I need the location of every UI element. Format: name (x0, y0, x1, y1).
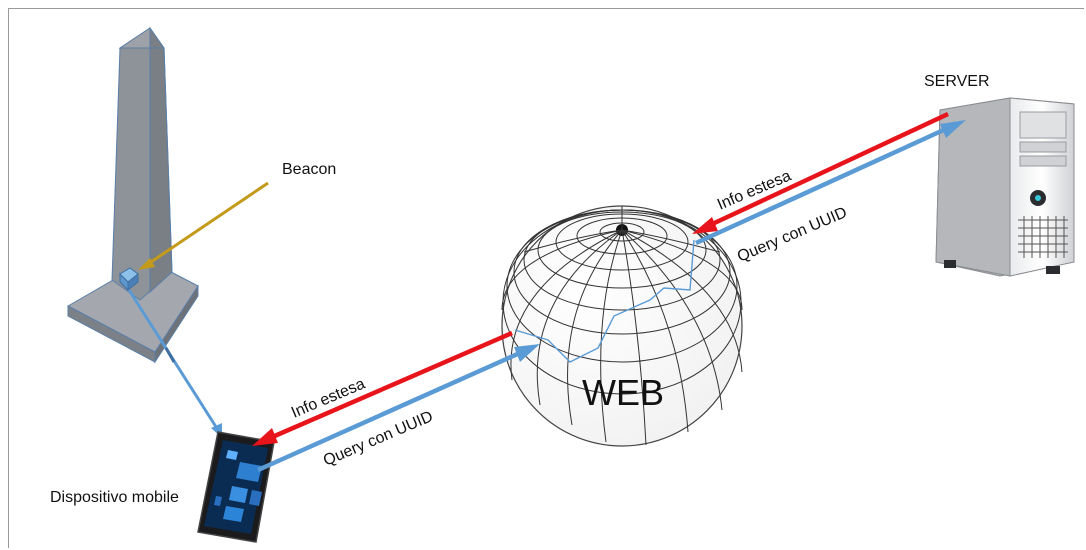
beacon-pointer-arrow (138, 181, 269, 270)
obelisk-icon (66, 26, 199, 364)
beacon-icon (119, 267, 139, 292)
beacon-label: Beacon (282, 161, 336, 178)
globe-icon (501, 205, 743, 447)
mobile-label: Dispositivo mobile (50, 489, 179, 506)
diagram-frame (8, 8, 1084, 548)
info-arrow-web-to-mobile (252, 330, 513, 446)
server-label: SERVER (924, 73, 990, 90)
info-arrow-server-to-web (692, 111, 949, 234)
query-label-right: Query con UUID (735, 204, 850, 266)
tablet-icon (197, 431, 275, 543)
query-arrow-mobile-to-web (257, 344, 540, 473)
server-icon (935, 97, 1075, 277)
web-label: WEB (582, 372, 664, 413)
query-arrow-web-to-server (695, 120, 966, 246)
